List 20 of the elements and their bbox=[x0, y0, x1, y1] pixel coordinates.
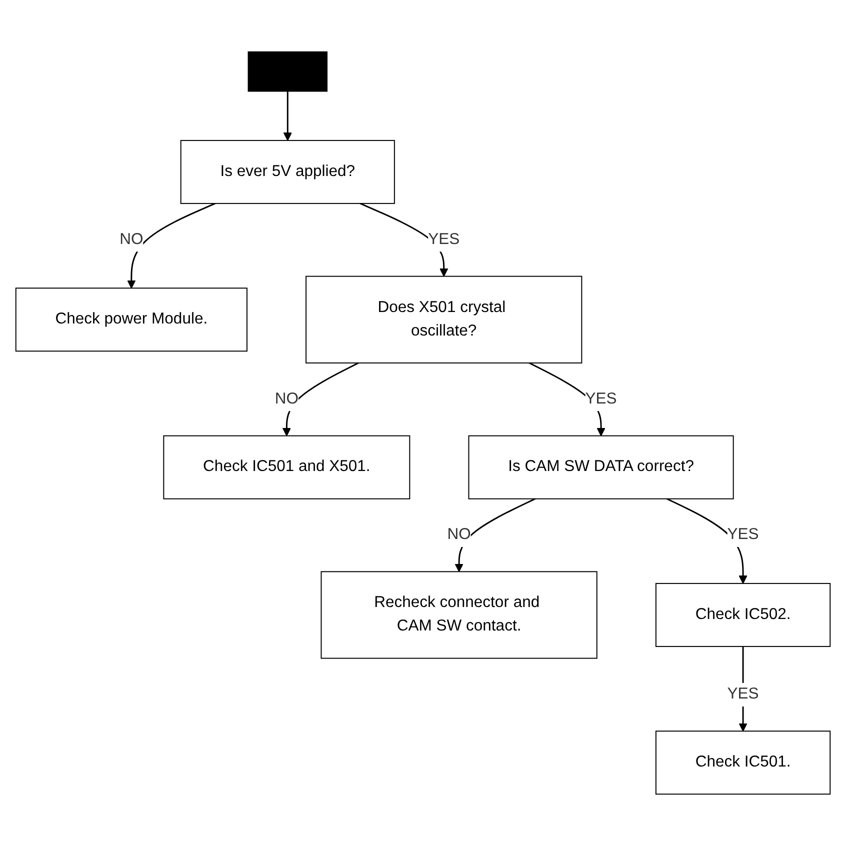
node-box: Check power Module. bbox=[15, 287, 248, 352]
arrow bbox=[282, 362, 359, 436]
edge-label: NO bbox=[447, 526, 471, 543]
edge-label: YES bbox=[727, 526, 759, 543]
node-box: Does X501 crystal oscillate? bbox=[306, 275, 582, 363]
node-box: Recheck connector and CAM SW contact. bbox=[320, 570, 598, 658]
edge-label: YES bbox=[428, 230, 460, 248]
edge-label: YES bbox=[727, 685, 759, 702]
node-box: Is ever 5V applied? bbox=[180, 139, 395, 204]
arrow bbox=[454, 498, 536, 572]
node-bar bbox=[248, 50, 328, 92]
edge-label: YES bbox=[585, 390, 617, 407]
arrow bbox=[283, 90, 292, 140]
node-box: Check IC501. bbox=[655, 730, 831, 794]
node-box: Is CAM SW DATA correct? bbox=[468, 434, 734, 499]
edge-label: NO bbox=[120, 230, 144, 248]
edge-label: NO bbox=[274, 390, 298, 407]
node-box: Check IC501 and X501. bbox=[163, 434, 410, 499]
arrow bbox=[127, 202, 216, 288]
node-box: Check IC502. bbox=[655, 582, 831, 646]
